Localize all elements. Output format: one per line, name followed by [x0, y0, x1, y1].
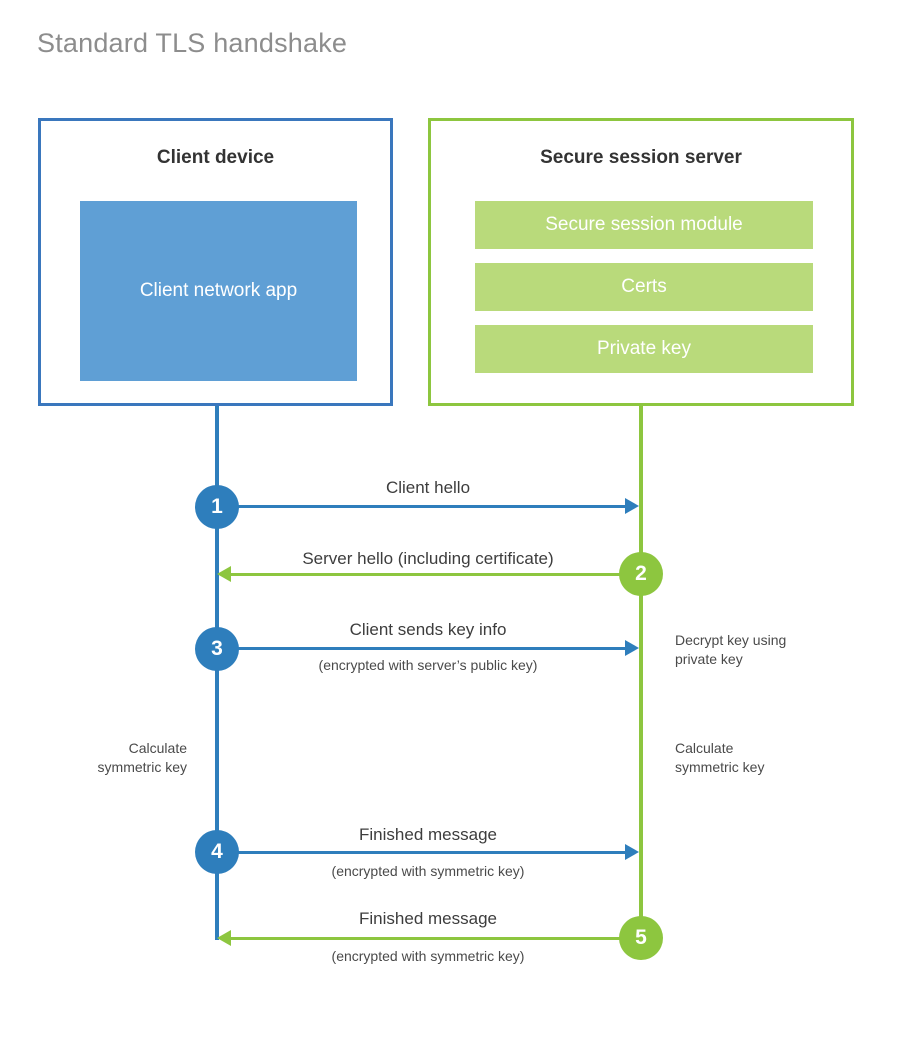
step-3-arrow-head — [625, 640, 639, 656]
server-component-list: Secure session module Certs Private key — [475, 201, 813, 373]
step-3-circle[interactable]: 3 — [195, 627, 239, 671]
step-1-arrow-head — [625, 498, 639, 514]
client-device-box: Client device Client network app — [38, 118, 393, 406]
step-1-label: Client hello — [385, 478, 471, 497]
server-decrypt-note: Decrypt key using private key — [675, 632, 787, 667]
client-lifeline — [215, 406, 219, 940]
step-5-circle[interactable]: 5 — [619, 916, 663, 960]
client-device-title: Client device — [156, 147, 275, 168]
step-1-arrow-line — [217, 505, 625, 508]
step-5-sublabel: (encrypted with symmetric key) — [331, 948, 525, 964]
client-calculate-symmetric-key-note: Calculate symmetric key — [97, 740, 187, 775]
step-2-label: Server hello (including certificate) — [302, 549, 554, 568]
step-4-sublabel: (encrypted with symmetric key) — [331, 863, 525, 879]
step-4-arrow-line — [217, 851, 625, 854]
step-2-arrow-head — [217, 566, 231, 582]
server-component-certs: Certs — [475, 263, 813, 311]
server-calculate-symmetric-key-note: Calculate symmetric key — [675, 740, 765, 775]
step-2-circle[interactable]: 2 — [619, 552, 663, 596]
server-component-secure-session-module: Secure session module — [475, 201, 813, 249]
step-5-arrow-line — [231, 937, 641, 940]
step-3-arrow-line — [217, 647, 625, 650]
step-2-arrow-line — [231, 573, 641, 576]
step-5-arrow-head — [217, 930, 231, 946]
server-lifeline — [639, 406, 643, 940]
step-3-sublabel: (encrypted with server’s public key) — [318, 657, 538, 673]
page-title: Standard TLS handshake — [37, 28, 348, 58]
step-1-circle[interactable]: 1 — [195, 485, 239, 529]
secure-session-server-box: Secure session server Secure session mod… — [428, 118, 854, 406]
client-network-app-block: Client network app — [80, 201, 357, 381]
step-3-label: Client sends key info — [349, 620, 507, 639]
step-4-arrow-head — [625, 844, 639, 860]
step-5-label: Finished message — [359, 909, 497, 928]
step-4-circle[interactable]: 4 — [195, 830, 239, 874]
server-component-private-key: Private key — [475, 325, 813, 373]
secure-session-server-title: Secure session server — [540, 147, 742, 168]
step-4-label: Finished message — [359, 825, 497, 844]
